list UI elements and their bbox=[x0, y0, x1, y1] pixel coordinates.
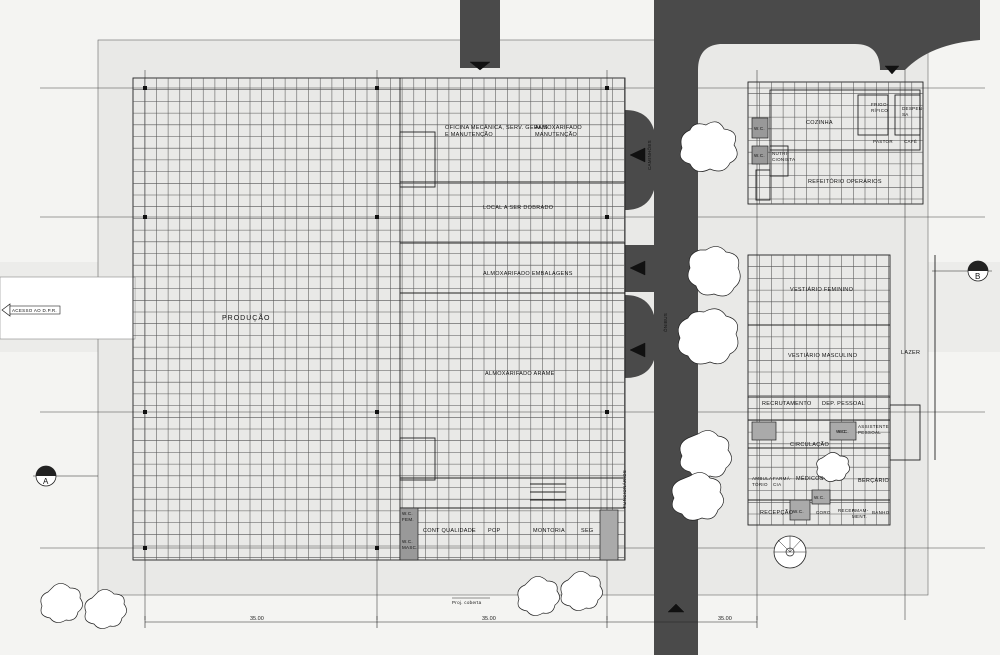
room-wc-c: W.C. bbox=[836, 429, 847, 434]
room-cozinha: COZINHA bbox=[806, 120, 833, 126]
structural-column bbox=[605, 410, 609, 414]
room-cont-qualidade: CONT QUALIDADE bbox=[423, 528, 476, 534]
room-almox-embalagens: ALMOXARIFADO EMBALAGENS bbox=[483, 271, 573, 277]
room-lazer: LAZER bbox=[901, 350, 920, 356]
entry-arrow-staff bbox=[629, 342, 646, 358]
room-recep-amament-line3: MENT. bbox=[852, 514, 867, 519]
access-label: ACESSO AO D.P.R. bbox=[12, 308, 57, 313]
section-marker-b-label: B bbox=[975, 272, 981, 281]
room-farmacia-line1: FARMÁ- bbox=[773, 475, 792, 481]
access-arrow: ACESSO AO D.P.R. bbox=[1, 303, 61, 317]
staff-block bbox=[747, 254, 921, 569]
dimension-line: 35.00 35.00 35.00 bbox=[144, 616, 758, 628]
section-marker-a: A bbox=[33, 465, 98, 487]
entry-arrow-south bbox=[667, 603, 685, 613]
room-recep-amament-line1: RECEP. bbox=[838, 508, 856, 513]
room-recep-amament-line2: AMAM- bbox=[852, 508, 869, 513]
room-montoria: MONTORIA bbox=[533, 528, 565, 534]
room-vestiario-fem: VESTIÁRIO FEMININO bbox=[790, 286, 854, 293]
room-seg: SEG bbox=[581, 528, 594, 534]
trees bbox=[40, 121, 850, 629]
room-cafe: CAFÉ bbox=[904, 138, 917, 144]
room-pop: POP bbox=[488, 528, 501, 534]
tree-10 bbox=[816, 452, 850, 482]
structural-column bbox=[143, 546, 147, 550]
dimension-1: 35.00 bbox=[250, 616, 264, 622]
room-producao: PRODUÇÃO bbox=[222, 313, 270, 322]
room-wc-a: W.C. bbox=[754, 126, 765, 131]
room-assistente-line1: ASSISTENTE bbox=[858, 424, 889, 429]
room-dep-pessoal: DEP. PESSOAL bbox=[822, 401, 865, 407]
room-ambulatorio-line2: TÓRIO bbox=[752, 481, 768, 487]
onibus-label: ÔNIBUS bbox=[662, 313, 668, 332]
structural-column bbox=[375, 546, 379, 550]
tree-1 bbox=[679, 121, 738, 172]
room-refeitorio: REFEITÓRIO OPERÁRIOS bbox=[808, 178, 882, 185]
tree-2 bbox=[687, 246, 741, 297]
entry-arrow-bus bbox=[629, 260, 646, 276]
room-coro: CORO bbox=[816, 510, 831, 515]
room-wc-d: W.C. bbox=[793, 509, 804, 514]
room-wc-masc-line2: MASC. bbox=[402, 545, 418, 550]
entry-arrow-north bbox=[469, 61, 491, 71]
room-pastor: PASTOR bbox=[873, 139, 893, 144]
entry-arrow-east bbox=[884, 65, 900, 75]
room-almox-arame: ALMOXARIFADO ARAME bbox=[485, 371, 555, 377]
room-despensa-line2: SA bbox=[902, 112, 909, 117]
room-wc-masc-line1: W.C. bbox=[402, 539, 413, 544]
room-farmacia-line2: CIA bbox=[773, 482, 781, 487]
room-almox-manut-line2: MANUTENÇÃO bbox=[535, 131, 578, 138]
canteen-block bbox=[747, 81, 924, 205]
room-wc-b: W.C. bbox=[754, 153, 765, 158]
tree-5 bbox=[671, 472, 724, 521]
room-wc-f: W.C. bbox=[838, 429, 849, 434]
funcionarios-label: FUNCIONÁRIOS bbox=[621, 470, 627, 508]
room-medicos: MÉDICOS bbox=[796, 475, 824, 482]
production-block bbox=[132, 77, 626, 561]
room-frigorifico-line1: FRIGO- bbox=[871, 102, 889, 107]
room-circulacao: CIRCULAÇÃO bbox=[790, 441, 829, 448]
tree-7 bbox=[84, 589, 127, 629]
room-ambulatorio-line1: AMBULA- bbox=[752, 476, 774, 481]
room-wc-e: W.C. bbox=[814, 495, 825, 500]
structural-column bbox=[605, 215, 609, 219]
room-wc-fem-line2: FEM. bbox=[402, 517, 414, 522]
room-oficina-line1: OFICINA MECÂNICA, SERV. GERAIS bbox=[445, 124, 548, 131]
tree-8 bbox=[517, 576, 560, 616]
room-nutricionista-line1: NUTRI- bbox=[772, 151, 789, 156]
room-wc-fem-line1: W.C. bbox=[402, 511, 413, 516]
structural-column bbox=[143, 410, 147, 414]
room-oficina-line2: E MANUTENÇÃO bbox=[445, 131, 493, 138]
tree-6 bbox=[40, 583, 83, 623]
room-bercario: BERÇÁRIO bbox=[858, 477, 890, 484]
room-assistente-line2: PESSOAL bbox=[858, 430, 881, 435]
section-marker-a-label: A bbox=[43, 477, 49, 486]
room-banho: BANHO bbox=[872, 510, 890, 515]
tree-3 bbox=[677, 308, 739, 365]
room-frigorifico-line2: RÍFICO bbox=[871, 107, 888, 113]
structural-column bbox=[143, 215, 147, 219]
tree-4 bbox=[679, 430, 732, 479]
structural-column bbox=[375, 86, 379, 90]
proj-coberta-label: Proj. coberta bbox=[452, 600, 482, 605]
room-recepcao: RECEPÇÃO bbox=[760, 509, 794, 516]
room-recrutamento: RECRUTAMENTO bbox=[762, 401, 812, 407]
dimension-2: 35.00 bbox=[482, 616, 496, 622]
structural-column bbox=[375, 410, 379, 414]
room-almox-manut-line1: ALMOXARIFADO bbox=[535, 125, 582, 131]
room-local-dobrar: LOCAL A SER DOBRADO bbox=[483, 205, 554, 211]
room-despensa-line1: DESPEN- bbox=[902, 106, 924, 111]
section-marker-b: B bbox=[932, 260, 992, 282]
structural-column bbox=[605, 86, 609, 90]
room-nutricionista-line2: CIONISTA bbox=[772, 157, 795, 162]
structural-column bbox=[143, 86, 147, 90]
entry-arrow-truck bbox=[629, 147, 646, 163]
dimension-3: 35.00 bbox=[718, 616, 732, 622]
road-pointers bbox=[469, 61, 900, 613]
room-vestiario-masc: VESTIÁRIO MASCULINO bbox=[788, 352, 858, 359]
tree-9 bbox=[560, 571, 603, 611]
caminhoes-label: CAMINHÕES bbox=[646, 140, 652, 170]
structural-column bbox=[375, 215, 379, 219]
